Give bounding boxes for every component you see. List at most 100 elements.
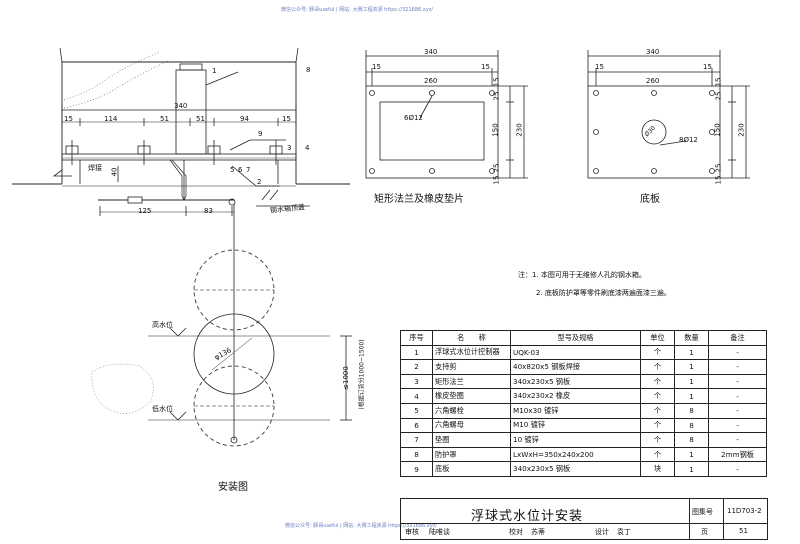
bom-header-row: 序号 名 称 型号及规格 单位 数量 备注 [400,330,767,346]
flange-v-150: 150 [491,123,500,137]
bom-cell: 块 [640,461,675,477]
flange-dim-total: 340 [424,48,438,56]
table-row: 1 浮球式水位计控制器 UQK-03 个 1 - [400,344,767,361]
bom-cell: 1 [674,388,709,404]
bom-cell: 支持剪 [432,359,511,375]
callout-7: 7 [246,166,251,174]
base-v-150: 150 [713,123,722,137]
watermark-bottom: 微信公众号: 豚哥useful | 网站: 大赛工程资源 https://321… [285,523,437,529]
dim-install-40: 40 [110,167,119,177]
bom-cell: 个 [640,402,675,419]
callout-3: 3 [287,144,292,152]
bom-cell: 340x230x2 橡皮 [510,388,641,404]
flange-holes: 6Ø12 [404,114,423,122]
base-dim-left: 15 [595,63,604,71]
bom-cell: - [708,359,767,375]
bom-cell: 底板 [432,461,511,477]
bom-header: 数量 [674,330,709,346]
page-number: 51 [739,527,748,535]
title-block: 浮球式水位计安装 图集号 11D703-2 审核 陆唯谈 校对 苏蒂 设计 袁丁… [400,498,768,540]
base-v-25b: 25 [714,163,723,173]
table-row: 8 防护罩 LxWxH=350x240x200 个 1 2mm钢板 [400,446,767,463]
dim-arm-125: 125 [138,207,152,215]
bom-cell: 个 [640,446,675,463]
dim-install-51a: 51 [160,115,169,123]
flange-v-total: 230 [515,123,524,137]
bom-header: 备注 [708,330,767,346]
tb-checker: 苏蒂 [531,528,545,536]
bom-cell: 8 [674,402,709,419]
flange-dim-mid: 260 [424,77,438,85]
table-row: 7 垫圈 10 镀锌 个 8 - [400,432,767,448]
weld-label: 焊接 [88,164,102,172]
bom-cell: 六角螺母 [432,417,511,434]
bom-cell: - [708,344,767,361]
callout-5: 5 [230,166,235,174]
bom-cell: 橡皮垫圈 [432,388,511,404]
dim-install-94: 94 [240,115,249,123]
flange-v-15b: 15 [492,175,501,185]
bom-cell: 六角螺栓 [432,402,511,419]
dim-install-15a: 15 [64,115,73,123]
base-dim-mid: 260 [646,77,660,85]
bom-cell: 1 [674,373,709,390]
bom-cell: - [708,388,767,404]
tb-designer: 袁丁 [617,528,631,536]
bom-header: 名 称 [432,330,511,346]
bom-cell: 垫圈 [432,432,511,448]
base-dim-right: 15 [703,63,712,71]
flange-v-15a: 15 [492,77,501,87]
base-v-total: 230 [737,123,746,137]
bom-cell: M10x30 镀锌 [510,402,641,419]
bom-cell: 个 [640,344,675,361]
table-row: 9 底板 340x230x5 钢板 块 1 - [400,461,767,477]
bom-cell: 340x230x5 钢板 [510,461,641,477]
bom-cell: 5 [400,402,433,419]
high-water-label: 高水位 [152,321,173,329]
flange-v-25a: 25 [492,91,501,101]
bom-cell: 1 [674,359,709,375]
bom-cell: 40x820x5 钢板焊接 [510,359,641,375]
dim-install-15b: 15 [282,115,291,123]
flange-v-25b: 25 [492,163,501,173]
bom-cell: 1 [674,461,709,477]
bom-cell: 9 [400,461,433,477]
atlas-number: 11D703-2 [727,507,762,515]
bom-cell: 340x230x5 钢板 [510,373,641,390]
note-2: 2. 底板防护罩等零件刷底漆两遍面漆三遍。 [536,289,671,297]
bom-cell: 10 镀锌 [510,432,641,448]
bom-cell: - [708,402,767,419]
bom-cell: 8 [674,417,709,434]
flange-dim-right: 15 [481,63,490,71]
bom-header: 序号 [400,330,433,346]
bom-cell: - [708,373,767,390]
bom-cell: - [708,461,767,477]
bom-cell: 3 [400,373,433,390]
callout-8: 8 [306,66,311,74]
base-v-15a: 15 [714,77,723,87]
drawing-title: 浮球式水位计安装 [471,509,584,524]
table-row: 6 六角螺母 M10 镀锌 个 8 - [400,417,767,434]
table-row: 5 六角螺栓 M10x30 镀锌 个 8 - [400,402,767,419]
low-water-label: 低水位 [152,405,173,413]
table-row: 2 支持剪 40x820x5 钢板焊接 个 1 - [400,359,767,375]
dim-arm-83: 83 [204,207,213,215]
bom-cell: 8 [400,446,433,463]
bom-cell: 8 [674,432,709,448]
bom-cell: 7 [400,432,433,448]
bom-cell: 浮球式水位计控制器 [432,344,511,361]
bom-cell: 个 [640,359,675,375]
bom-cell: 4 [400,388,433,404]
table-row: 4 橡皮垫圈 340x230x2 橡皮 个 1 - [400,388,767,404]
bom-cell: LxWxH=350x240x200 [510,446,641,463]
bom-cell: 2 [400,359,433,375]
tb-check: 校对 [509,528,523,536]
table-row: 3 矩形法兰 340x230x5 钢板 个 1 - [400,373,767,390]
base-v-25a: 25 [714,91,723,101]
bom-cell: 2mm钢板 [708,446,767,463]
tb-reviewer: 陆唯谈 [429,528,450,536]
bom-cell: UQK-03 [510,344,641,361]
travel-range-note: (根据订货分1000~1500) [358,339,366,410]
atlas-label: 图集号 [692,508,713,516]
